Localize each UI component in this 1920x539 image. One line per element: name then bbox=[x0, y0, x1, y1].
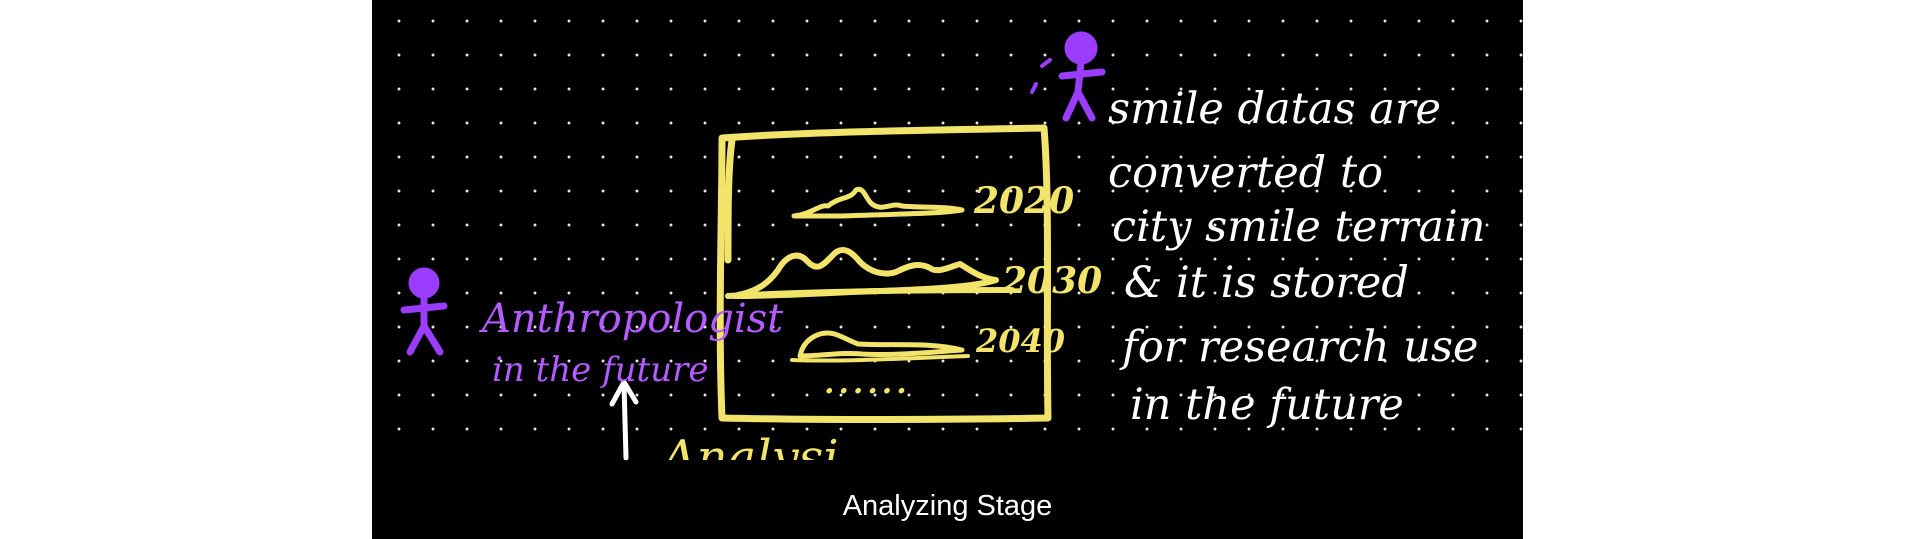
year-label-2040: 2040 bbox=[976, 322, 1066, 360]
notes-line-2: converted to bbox=[1108, 148, 1384, 198]
dot-grid-background bbox=[372, 0, 1523, 460]
analysis-partial-label: Analysis bbox=[662, 430, 842, 460]
slide-caption: Analyzing Stage bbox=[842, 490, 1053, 522]
terrain-line-2020 bbox=[791, 186, 965, 219]
up-arrow bbox=[609, 379, 639, 460]
more-years-ellipsis: ...... bbox=[824, 366, 911, 401]
terrain-line-2040 bbox=[797, 330, 965, 359]
terrain-line-2040-base bbox=[790, 354, 970, 363]
notes-line-5: for research use bbox=[1122, 322, 1479, 372]
bottom-word-clip: Analysis bbox=[662, 430, 842, 460]
year-label-2030: 2030 bbox=[1002, 260, 1103, 302]
terrain-frame bbox=[716, 124, 1052, 423]
sketch-slide: 2020 2030 2040 ...... smile datas are co… bbox=[372, 0, 1523, 539]
notes-line-6: in the future bbox=[1130, 380, 1404, 430]
anthropologist-label-line-2: in the future bbox=[492, 350, 709, 390]
year-label-2020: 2020 bbox=[974, 180, 1075, 222]
notes-line-4: & it is stored bbox=[1124, 258, 1409, 308]
terrain-line-2030 bbox=[731, 247, 999, 299]
anthropologist-figure bbox=[400, 267, 448, 356]
anthropologist-label-line-1: Anthropologist bbox=[482, 296, 784, 342]
notes-line-3: city smile terrain bbox=[1112, 202, 1486, 252]
notes-line-1: smile datas are bbox=[1108, 84, 1441, 134]
hand-drawn-sketch bbox=[400, 31, 1106, 460]
researcher-figure bbox=[1030, 31, 1106, 122]
